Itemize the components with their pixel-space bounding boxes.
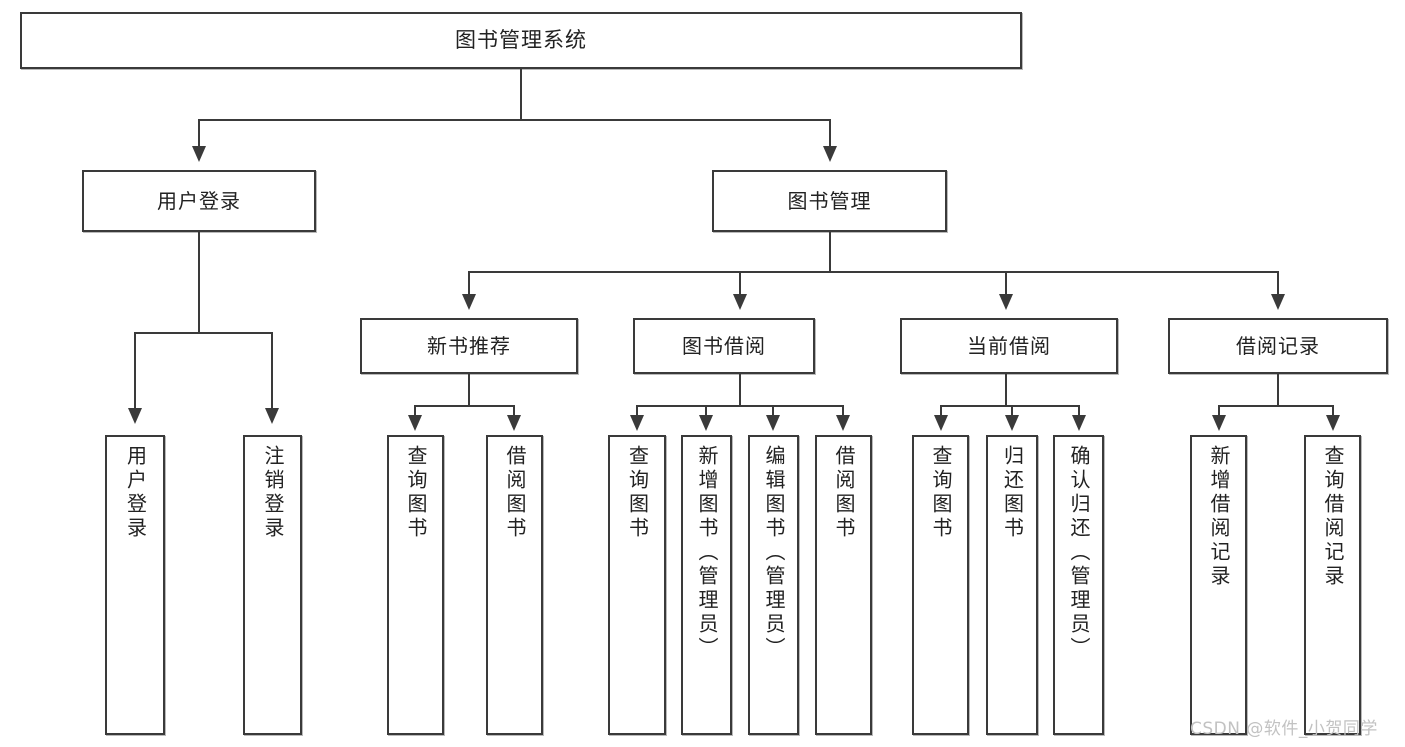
connector-new-book-recommend-stem	[468, 374, 470, 406]
connector-book-management-bus	[468, 271, 1278, 273]
arrowhead-br-child-2	[1326, 415, 1340, 431]
node-label: 查询图书	[929, 445, 953, 541]
connector-user-login-child-1	[134, 332, 136, 410]
arrowhead-bb-child-2	[699, 415, 713, 431]
node-book-borrow[interactable]: 图书借阅	[633, 318, 815, 374]
connector-to-user-login	[198, 119, 200, 149]
arrowhead-br-child-1	[1212, 415, 1226, 431]
node-leaf-borrow-books-recommend[interactable]: 借阅图书	[486, 435, 543, 735]
connector-user-login-child-2	[271, 332, 273, 410]
node-label: 新增图书（管理员）	[695, 445, 719, 661]
arrowhead-to-book-borrow	[733, 294, 747, 310]
node-leaf-borrow-books[interactable]: 借阅图书	[815, 435, 872, 735]
arrowhead-cb-child-3	[1072, 415, 1086, 431]
node-label: 查询图书	[625, 445, 650, 541]
connector-bb-child-1	[636, 405, 638, 418]
connector-new-book-recommend-bus	[414, 405, 515, 407]
connector-book-management-stem	[829, 232, 831, 272]
node-leaf-confirm-return-admin[interactable]: 确认归还（管理员）	[1053, 435, 1104, 735]
node-label: 图书借阅	[682, 333, 766, 358]
connector-to-book-management	[829, 119, 831, 149]
node-label: 借阅图书	[503, 445, 527, 541]
arrowhead-cb-child-1	[934, 415, 948, 431]
arrowhead-user-login-child-2	[265, 408, 279, 424]
node-label: 新增借阅记录	[1207, 445, 1231, 589]
connector-cb-child-1	[940, 405, 942, 418]
node-label: 编辑图书（管理员）	[762, 445, 786, 661]
connector-to-new-book-recommend	[468, 271, 470, 297]
csdn-watermark: CSDN @软件_小贺同学	[1190, 719, 1378, 739]
node-label: 用户登录	[157, 188, 241, 213]
node-label: 确认归还（管理员）	[1067, 445, 1091, 661]
arrowhead-user-login-child-1	[128, 408, 142, 424]
connector-borrow-record-stem	[1277, 374, 1279, 406]
arrowhead-nbr-child-2	[507, 415, 521, 431]
arrowhead-cb-child-2	[1005, 415, 1019, 431]
node-book-management[interactable]: 图书管理	[712, 170, 947, 232]
connector-root-stem	[520, 69, 522, 120]
node-label: 图书管理系统	[455, 28, 587, 53]
connector-bb-child-3	[772, 405, 774, 418]
arrowhead-to-new-book-recommend	[462, 294, 476, 310]
connector-cb-child-2	[1011, 405, 1013, 418]
node-new-book-recommend[interactable]: 新书推荐	[360, 318, 578, 374]
arrowhead-to-book-management	[823, 146, 837, 162]
arrowhead-nbr-child-1	[408, 415, 422, 431]
node-borrow-record[interactable]: 借阅记录	[1168, 318, 1388, 374]
connector-nbr-child-1	[414, 405, 416, 418]
arrowhead-to-user-login	[192, 146, 206, 162]
node-label: 归还图书	[1000, 445, 1025, 541]
node-leaf-add-borrow-record[interactable]: 新增借阅记录	[1190, 435, 1247, 735]
arrowhead-bb-child-4	[836, 415, 850, 431]
connector-bb-child-4	[842, 405, 844, 418]
connector-root-bus	[198, 119, 830, 121]
node-label: 借阅图书	[832, 445, 856, 541]
connector-user-login-bus	[134, 332, 273, 334]
arrowhead-bb-child-1	[630, 415, 644, 431]
node-leaf-logout[interactable]: 注销登录	[243, 435, 302, 735]
node-label: 新书推荐	[427, 333, 511, 358]
node-book-management-system[interactable]: 图书管理系统	[20, 12, 1022, 69]
node-label: 查询借阅记录	[1321, 445, 1345, 589]
connector-book-borrow-bus	[636, 405, 844, 407]
node-label: 图书管理	[787, 188, 872, 213]
node-leaf-add-book-admin[interactable]: 新增图书（管理员）	[681, 435, 732, 735]
node-label: 当前借阅	[967, 333, 1051, 358]
node-label: 注销登录	[261, 445, 285, 541]
node-leaf-query-borrow-record[interactable]: 查询借阅记录	[1304, 435, 1361, 735]
node-leaf-user-login[interactable]: 用户登录	[105, 435, 165, 735]
connector-br-child-1	[1218, 405, 1220, 418]
connector-to-book-borrow	[739, 271, 741, 297]
connector-nbr-child-2	[513, 405, 515, 418]
node-leaf-query-books-borrow[interactable]: 查询图书	[608, 435, 666, 735]
connector-user-login-stem	[198, 232, 200, 333]
connector-br-child-2	[1332, 405, 1334, 418]
connector-borrow-record-bus	[1218, 405, 1333, 407]
node-leaf-query-books-recommend[interactable]: 查询图书	[387, 435, 444, 735]
connector-to-borrow-record	[1277, 271, 1279, 297]
connector-current-borrow-bus	[940, 405, 1079, 407]
connector-to-current-borrow	[1005, 271, 1007, 297]
arrowhead-bb-child-3	[766, 415, 780, 431]
node-current-borrow[interactable]: 当前借阅	[900, 318, 1118, 374]
arrowhead-to-borrow-record	[1271, 294, 1285, 310]
node-label: 用户登录	[123, 445, 148, 541]
node-user-login[interactable]: 用户登录	[82, 170, 316, 232]
node-leaf-return-books[interactable]: 归还图书	[986, 435, 1038, 735]
connector-current-borrow-stem	[1005, 374, 1007, 406]
node-leaf-edit-book-admin[interactable]: 编辑图书（管理员）	[748, 435, 799, 735]
connector-cb-child-3	[1078, 405, 1080, 418]
arrowhead-to-current-borrow	[999, 294, 1013, 310]
connector-book-borrow-stem	[739, 374, 741, 406]
node-leaf-query-books-current[interactable]: 查询图书	[912, 435, 969, 735]
node-label: 查询图书	[404, 445, 428, 541]
connector-bb-child-2	[705, 405, 707, 418]
node-label: 借阅记录	[1236, 333, 1320, 358]
